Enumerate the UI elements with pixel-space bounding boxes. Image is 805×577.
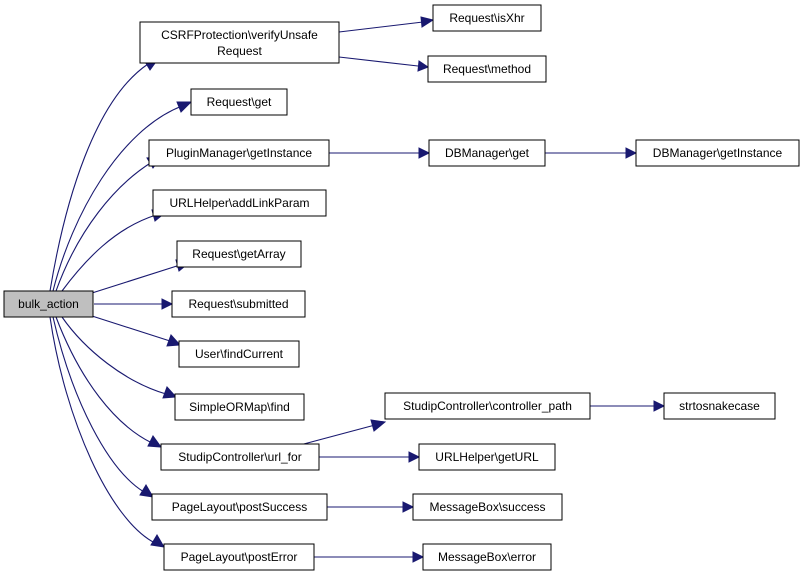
edge-bulk-action-to-findcurrent xyxy=(91,315,171,342)
node-studipcontroller-url-for[interactable]: StudipController\url_for xyxy=(160,443,320,471)
node-pluginmanager-getinstance[interactable]: PluginManager\getInstance xyxy=(148,139,330,167)
node-label-urlhelper-geturl: URLHelper\getURL xyxy=(435,450,539,464)
node-label-bulk-action: bulk_action xyxy=(18,297,79,311)
node-label-urlhelper-addlinkparam: URLHelper\addLinkParam xyxy=(169,196,309,210)
node-label-pagelayout-postsuccess: PageLayout\postSuccess xyxy=(172,500,307,514)
node-strtosnakecase[interactable]: strtosnakecase xyxy=(663,392,776,420)
node-label-request-submitted: Request\submitted xyxy=(188,297,288,311)
node-pagelayout-postsuccess[interactable]: PageLayout\postSuccess xyxy=(151,493,328,521)
node-label-pluginmanager-getinstance: PluginManager\getInstance xyxy=(166,146,312,160)
edge-bulk-action-to-posterror xyxy=(49,316,156,544)
node-label-strtosnakecase: strtosnakecase xyxy=(679,399,760,413)
node-label-studipcontroller-url-for: StudipController\url_for xyxy=(178,450,301,464)
node-label-request-getarray: Request\getArray xyxy=(192,247,285,261)
node-label-dbmanager-get: DBManager\get xyxy=(445,146,530,160)
node-label-request-method: Request\method xyxy=(443,62,531,76)
node-user-findcurrent[interactable]: User\findCurrent xyxy=(178,340,300,368)
nodes: bulk_action CSRFProtection\verifyUnsafe … xyxy=(3,4,800,571)
node-label-simpleormap-find: SimpleORMap\find xyxy=(189,400,290,414)
edges xyxy=(49,16,666,563)
node-label-csrf-line2: Request xyxy=(217,44,262,58)
edge-bulk-action-to-postsuccess xyxy=(52,316,145,493)
edge-bulk-action-to-pluginmanager xyxy=(55,161,153,292)
node-urlhelper-geturl[interactable]: URLHelper\getURL xyxy=(418,443,556,471)
edge-csrf-to-method xyxy=(338,56,419,67)
node-dbmanager-getinstance[interactable]: DBManager\getInstance xyxy=(635,139,800,167)
node-urlhelper-addlinkparam[interactable]: URLHelper\addLinkParam xyxy=(152,189,327,217)
edge-bulk-action-to-url-for xyxy=(55,316,153,444)
node-label-studipcontroller-controller-path: StudipController\controller_path xyxy=(403,399,572,413)
edge-bulk-action-to-request-get xyxy=(52,105,183,292)
edge-bulk-action-to-simpleormap xyxy=(61,316,167,395)
node-label-request-isxhr: Request\isXhr xyxy=(449,11,524,25)
node-pagelayout-posterror[interactable]: PageLayout\postError xyxy=(163,543,315,571)
node-label-request-get: Request\get xyxy=(207,95,272,109)
node-request-method[interactable]: Request\method xyxy=(427,55,547,83)
node-messagebox-error[interactable]: MessageBox\error xyxy=(422,543,552,571)
node-csrf-verify-unsafe-request[interactable]: CSRFProtection\verifyUnsafe Request xyxy=(139,21,340,64)
node-bulk-action[interactable]: bulk_action xyxy=(3,290,94,318)
node-request-submitted[interactable]: Request\submitted xyxy=(171,290,306,318)
node-label-messagebox-error: MessageBox\error xyxy=(438,550,536,564)
node-request-get[interactable]: Request\get xyxy=(190,88,288,116)
edge-csrf-to-isxhr xyxy=(338,21,424,33)
node-studipcontroller-controller-path[interactable]: StudipController\controller_path xyxy=(384,392,591,420)
edge-url-for-to-controller-path xyxy=(299,424,376,446)
node-label-dbmanager-getinstance: DBManager\getInstance xyxy=(653,146,783,160)
node-dbmanager-get[interactable]: DBManager\get xyxy=(428,139,546,167)
node-label-messagebox-success: MessageBox\success xyxy=(429,500,545,514)
node-label-user-findcurrent: User\findCurrent xyxy=(195,347,284,361)
edge-bulk-action-to-addlinkparam xyxy=(61,214,157,292)
node-request-isxhr[interactable]: Request\isXhr xyxy=(432,4,542,32)
edge-bulk-action-to-csrf-verify xyxy=(49,63,149,292)
edge-bulk-action-to-getarray xyxy=(91,264,181,294)
node-label-csrf-line1: CSRFProtection\verifyUnsafe xyxy=(161,28,318,42)
node-request-getarray[interactable]: Request\getArray xyxy=(176,240,302,268)
node-simpleormap-find[interactable]: SimpleORMap\find xyxy=(174,393,305,421)
node-messagebox-success[interactable]: MessageBox\success xyxy=(412,493,563,521)
node-label-pagelayout-posterror: PageLayout\postError xyxy=(181,550,298,564)
